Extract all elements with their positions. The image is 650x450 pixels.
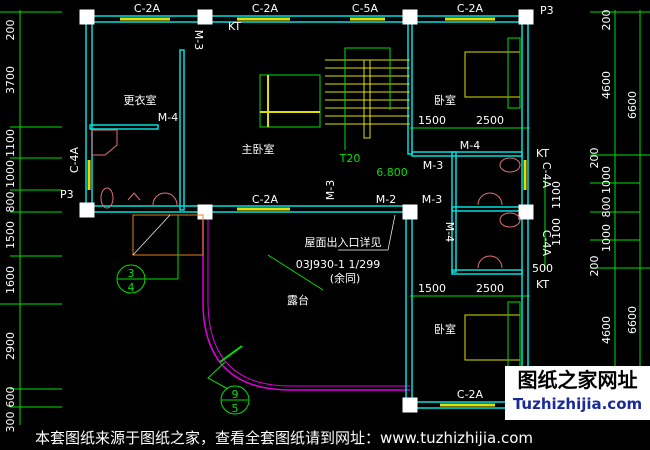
dimension-label: 200 — [4, 20, 17, 41]
tag-label: KT — [228, 20, 241, 33]
dimension-label: 300 — [4, 412, 17, 433]
dimension-label: 1500 — [418, 282, 446, 295]
tag-label: KT — [536, 147, 549, 160]
window-label: C-2A — [252, 2, 279, 15]
tag-label: P3 — [60, 188, 74, 201]
dimension-label: 1500 — [418, 114, 446, 127]
dimension-label: 4600 — [600, 71, 613, 99]
elevation-label: 6.800 — [376, 166, 408, 179]
dimension-label: 2500 — [476, 114, 504, 127]
note-line: (余同) — [330, 271, 361, 285]
room-label-bedroom: 卧室 — [434, 322, 456, 336]
dimension-label: 6600 — [626, 91, 639, 119]
window-label: C-2A — [457, 388, 484, 401]
footer-notice: 本套图纸来源于图纸之家，查看全套图纸请到网址：www.tuzhizhijia.c… — [35, 429, 534, 447]
dimension-label: 1500 — [4, 221, 17, 249]
dimension-labels: 200 3700 1100 1000 800 1500 1600 2900 60… — [4, 10, 639, 433]
note-leader — [387, 214, 396, 251]
dimension-label: 2900 — [4, 332, 17, 360]
dimension-label: 1600 — [4, 266, 17, 294]
door-label: M-4 — [158, 111, 178, 124]
door-label: M-3 — [324, 180, 337, 200]
bathroom-fixtures — [91, 129, 521, 269]
window-label: C-2A — [252, 193, 279, 206]
windows — [87, 17, 527, 407]
tag-label: P3 — [540, 4, 554, 17]
detail-callout-3-4: 3 4 — [116, 215, 179, 294]
terrace-railing — [202, 215, 410, 391]
staircase — [325, 59, 410, 139]
section-marker-line — [267, 254, 324, 291]
note-line: 屋面出入口详见 — [305, 235, 382, 249]
watermark-url: Tuzhizhijia.com — [512, 395, 643, 413]
dimension-label: 3700 — [4, 66, 17, 94]
dimension-label: 2500 — [476, 282, 504, 295]
window-label: C-2A — [134, 2, 161, 15]
door-label: M-4 — [443, 222, 456, 242]
dimension-label: 200 — [588, 148, 601, 169]
window-label: C-5A — [352, 2, 379, 15]
dimension-label: 4600 — [600, 316, 613, 344]
door-label: M-3 — [192, 30, 205, 50]
dimension-label: 1000 — [600, 224, 613, 252]
dimension-label: 1000 — [4, 160, 17, 188]
detail-callout-9-5: 9 5 — [207, 345, 250, 415]
room-label-bedroom: 卧室 — [434, 93, 456, 107]
entry-steps-diagonal — [132, 214, 171, 256]
detail-number: 9 — [232, 388, 239, 401]
door-label: M-3 — [422, 193, 442, 206]
dimension-label: 600 — [4, 387, 17, 408]
dimension-label: 1100 — [4, 129, 17, 157]
window-label: C-4A — [68, 146, 81, 173]
detail-sheet: 5 — [232, 402, 239, 415]
door-label: M-2 — [376, 193, 396, 206]
window-label: C-4A — [540, 162, 553, 189]
door-label: M-3 — [423, 159, 443, 172]
columns — [79, 9, 534, 413]
terrace-railing-inner — [207, 215, 410, 387]
room-label-terrace: 露台 — [287, 293, 309, 307]
dimension-label: 1100 — [550, 218, 563, 246]
door-label: M-4 — [460, 139, 480, 152]
dimension-label: 500 — [532, 262, 553, 275]
dimension-label: 200 — [588, 256, 601, 277]
entry-steps — [132, 214, 204, 256]
dimension-label: 1000 — [600, 166, 613, 194]
bed-2 — [464, 301, 521, 373]
room-label-dressing: 更衣室 — [124, 93, 157, 107]
dimension-label: 6600 — [626, 306, 639, 334]
room-label-master-bedroom: 主卧室 — [242, 142, 275, 156]
detail-sheet: 4 — [128, 281, 135, 294]
watermark-box: 图纸之家网址 Tuzhizhijia.com — [505, 366, 650, 420]
master-bed — [259, 74, 321, 128]
dimension-label: 800 — [4, 192, 17, 213]
dimension-label: 200 — [600, 10, 613, 31]
dimension-label: 1100 — [550, 181, 563, 209]
dimension-label: 800 — [600, 197, 613, 218]
stair-label: T20 — [339, 152, 361, 165]
note-line: 03J930-1 1/299 — [296, 258, 380, 271]
window-label: C-4A — [540, 230, 553, 257]
watermark-title: 图纸之家网址 — [517, 368, 638, 392]
detail-number: 3 — [128, 267, 135, 280]
stair-direction-line — [344, 47, 391, 150]
window-label: C-2A — [457, 2, 484, 15]
bed-1 — [464, 37, 521, 109]
tag-label: KT — [536, 278, 549, 291]
dimension-lines — [0, 10, 650, 425]
